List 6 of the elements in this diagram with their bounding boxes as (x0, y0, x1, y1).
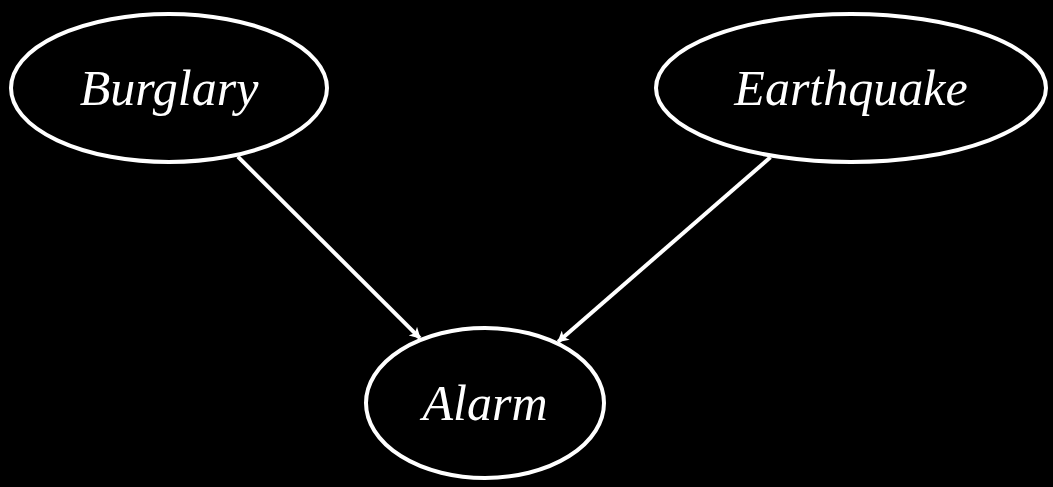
ellipse-node (654, 12, 1048, 164)
node-label: Alarm (422, 378, 548, 428)
ellipse-node (364, 326, 606, 480)
arrow (556, 155, 772, 344)
arrow (236, 155, 422, 340)
ellipse-node (9, 12, 329, 164)
